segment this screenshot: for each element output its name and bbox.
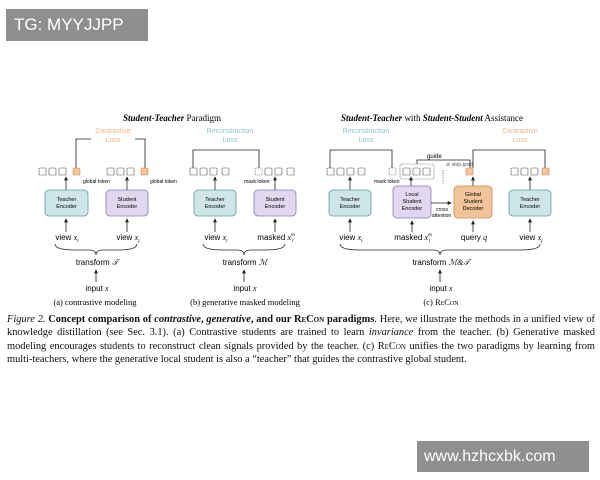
a-view-i: view xi <box>55 233 79 244</box>
figure-caption: Figure 2. Concept comparison of contrast… <box>7 314 595 366</box>
c-local-line3: Encoder <box>402 206 423 212</box>
a-loss-right-line <box>135 138 146 168</box>
panel-b: Reconstruction Loss mask token Teacher E… <box>189 128 301 307</box>
c-view-i: view xi <box>339 233 363 244</box>
watermark-top-text: TG: MYYJJPP <box>14 15 124 34</box>
c-student-tokens <box>388 167 431 176</box>
a-global-token-2: global token <box>150 179 177 185</box>
c-contrastive-loss-line1: Contrastive <box>502 128 538 135</box>
a-transform: transform 𝒯 <box>76 258 121 267</box>
b-label: (b) generative masked modeling <box>190 297 301 307</box>
c-recon-loss-line1: Reconstruction <box>343 128 390 135</box>
c-label: (c) ReCon <box>423 297 459 307</box>
b-brace <box>202 243 286 256</box>
c-teacher2-line2: Encoder <box>520 204 541 210</box>
c-transform: transform ℳ&𝒯 <box>413 258 473 267</box>
b-teacher-tokens <box>189 167 230 176</box>
b-student-line2: Encoder <box>265 204 286 210</box>
title-left-a: Student-Teacher <box>123 113 185 123</box>
title-right-b: with <box>402 113 423 123</box>
panel-a: Contrastive Loss global token global tok… <box>38 128 177 307</box>
c-recon-loss-line <box>329 149 393 168</box>
b-loss-line2: Loss <box>223 137 238 144</box>
c-cross-line2: attention <box>432 213 451 219</box>
c-teacher1-line2: Encoder <box>340 204 361 210</box>
title-right-a: Student-Teacher <box>341 113 403 123</box>
figure-diagram: Student-Teacher Paradigm Student-Teacher… <box>38 113 552 307</box>
c-mask-token: mask token <box>374 179 400 185</box>
c-teacher-encoder-2 <box>508 189 552 217</box>
b-mask-token: mask token <box>244 179 270 185</box>
c-brace <box>339 243 541 256</box>
b-student-line1: Student <box>266 197 285 203</box>
a-brace <box>54 243 138 256</box>
b-loss-line1: Reconstruction <box>207 128 254 135</box>
b-loss-line <box>192 149 260 168</box>
c-stop-grad: ⊘ stop-grad <box>446 162 473 168</box>
b-view-i: view xi <box>204 233 228 244</box>
c-input: input x <box>429 284 453 293</box>
c-teacher2-line1: Teacher <box>520 197 540 203</box>
a-teacher-encoder <box>44 189 89 217</box>
c-global-line3: Decoder <box>463 206 484 212</box>
b-transform: transform ℳ <box>223 258 269 267</box>
c-teacher1-tokens <box>326 167 366 176</box>
b-input: input x <box>233 284 257 293</box>
c-local-line1: Local <box>405 192 418 198</box>
c-local-line2: Student <box>403 199 422 205</box>
a-view-j: view xj <box>116 233 140 244</box>
watermark-bottom-text: www.hzhcxbk.com <box>424 447 556 465</box>
a-teacher-line2: Encoder <box>56 204 77 210</box>
a-input: input x <box>85 284 109 293</box>
c-cross-line1: cross <box>436 207 448 213</box>
a-student-tokens <box>106 167 149 176</box>
c-teacher2-tokens <box>510 167 550 176</box>
b-student-tokens <box>254 167 295 176</box>
c-query: query q <box>461 233 487 242</box>
panel-c: Reconstruction Loss Contrastive Loss mas… <box>326 128 552 307</box>
c-global-student-decoder <box>453 185 493 219</box>
a-student-line1: Student <box>118 197 137 203</box>
title-left-b: Paradigm <box>184 113 221 123</box>
c-teacher1-line1: Teacher <box>340 197 360 203</box>
a-student-encoder <box>105 189 149 217</box>
c-contrastive-loss-line2: Loss <box>513 137 528 144</box>
a-teacher-tokens <box>38 167 81 176</box>
title-right: Student-Teacher with Student-Student Ass… <box>341 113 523 123</box>
b-student-encoder <box>253 189 297 217</box>
a-teacher-line1: Teacher <box>57 197 77 203</box>
caption-fig: Figure 2. <box>7 314 46 325</box>
c-decoder-tokens <box>465 167 474 176</box>
c-local-student-encoder <box>392 185 432 219</box>
a-loss-line1: Contrastive <box>95 128 131 135</box>
title-right-c: Student-Student <box>423 113 484 123</box>
c-contrastive-loss-line <box>472 149 546 168</box>
a-loss-line2: Loss <box>106 137 121 144</box>
c-global-line2: Student <box>464 199 483 205</box>
a-loss-left-line <box>75 138 91 168</box>
watermark-bottom: www.hzhcxbk.com <box>417 441 589 472</box>
title-right-d: Assistance <box>483 113 523 123</box>
c-guide: guide <box>427 154 442 160</box>
a-global-token-1: global token <box>83 179 110 185</box>
c-global-line1: Global <box>465 192 481 198</box>
c-recon-loss-line2: Loss <box>359 137 374 144</box>
title-left: Student-Teacher Paradigm <box>123 113 221 123</box>
watermark-top: TG: MYYJJPP <box>6 9 148 41</box>
c-teacher-encoder-1 <box>328 189 372 217</box>
b-teacher-line2: Encoder <box>205 204 226 210</box>
a-label: (a) contrastive modeling <box>53 297 137 307</box>
a-student-line2: Encoder <box>117 204 138 210</box>
b-teacher-encoder <box>193 189 237 217</box>
c-view-j: view xj <box>519 233 543 244</box>
b-teacher-line1: Teacher <box>205 197 225 203</box>
